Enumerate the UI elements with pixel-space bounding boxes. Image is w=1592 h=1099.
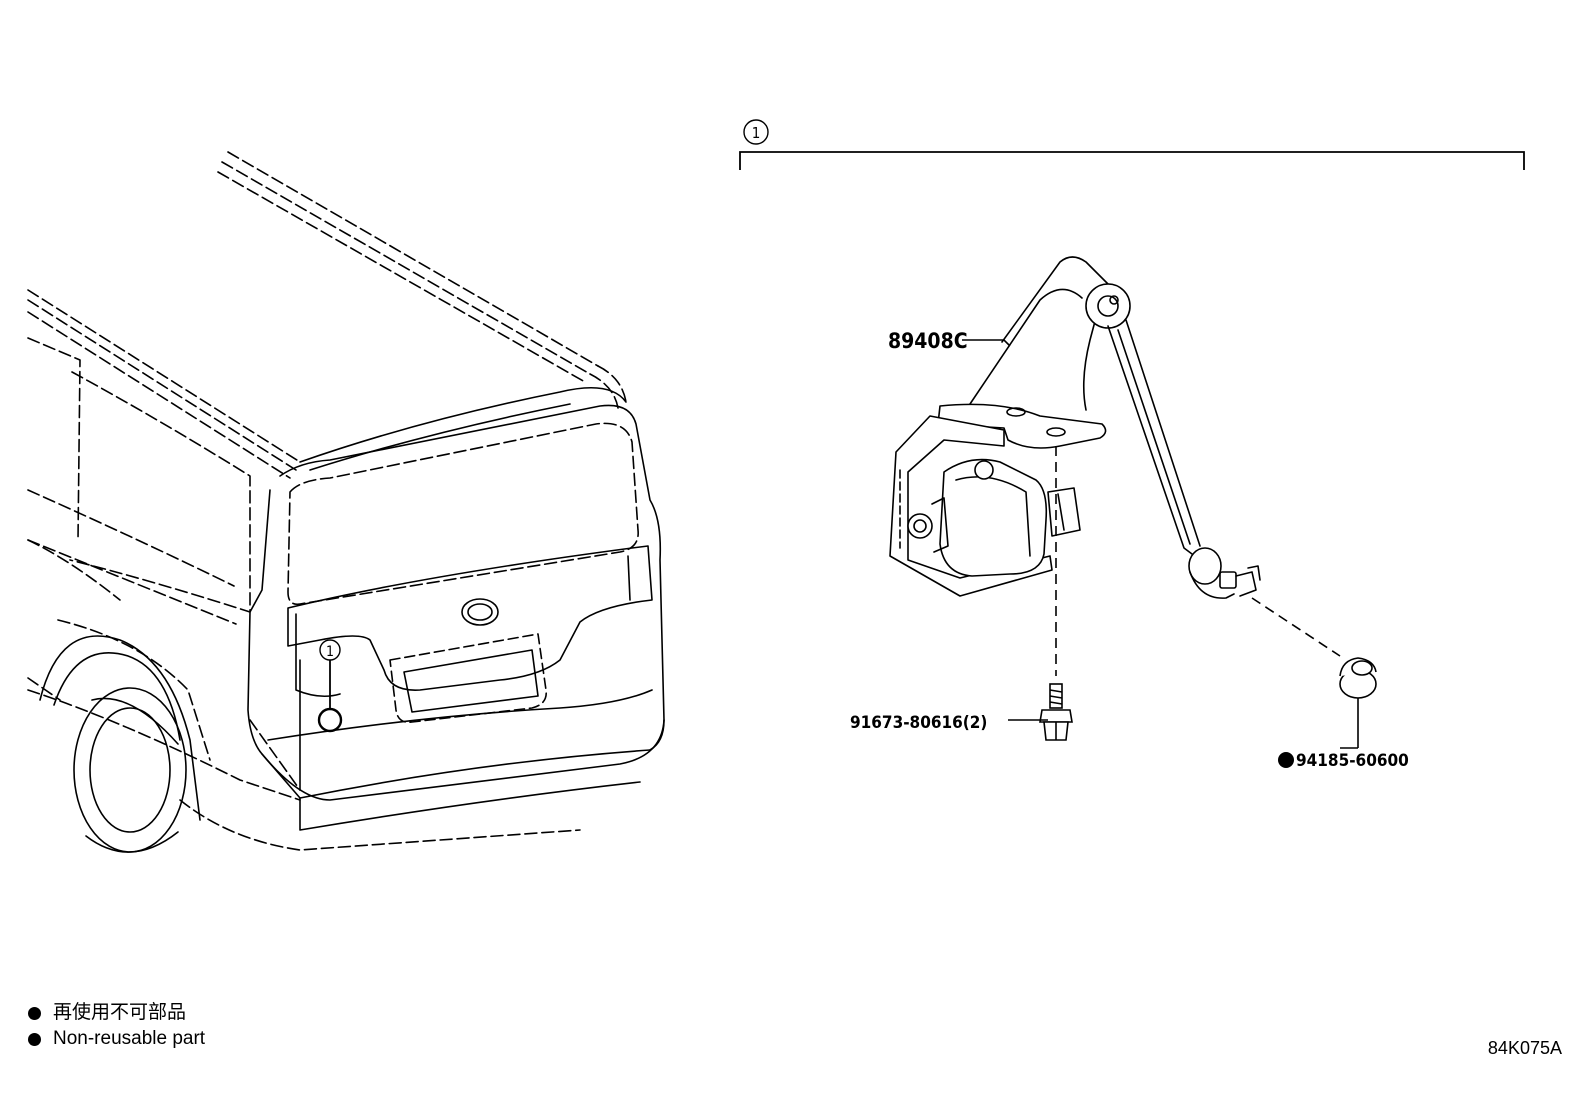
bolt-callout: 91673-80616(2): [850, 713, 987, 733]
leader-lines: [962, 339, 1359, 749]
assembly-bracket: 1: [739, 119, 1525, 170]
nut-illustration: [1339, 657, 1377, 699]
filled-circle-icon: [28, 1006, 41, 1020]
nut-callout: 94185-60600: [1296, 751, 1409, 771]
sensor-link-callout: 89408C: [888, 329, 968, 353]
legend-item: 再使用不可部品: [28, 1000, 205, 1026]
assembly-lines: [1055, 446, 1341, 676]
filled-circle-icon: [28, 1032, 41, 1046]
diagram-code: 84K075A: [1487, 1038, 1562, 1058]
van-location-callout: 1: [319, 639, 341, 661]
legend-item: Non-reusable part: [28, 1026, 205, 1052]
legend-text-japanese: 再使用不可部品: [53, 1002, 187, 1023]
non-reusable-marker: [1278, 752, 1294, 768]
legend: 再使用不可部品 Non-reusable part: [28, 1000, 205, 1052]
bolt-illustration: [1039, 683, 1073, 741]
assembly-ref-label: 1: [752, 124, 761, 142]
height-sensor-illustration: [889, 256, 1261, 599]
legend-text-english: Non-reusable part: [53, 1028, 206, 1049]
van-illustration: [27, 151, 665, 853]
van-callout-label: 1: [326, 644, 334, 660]
